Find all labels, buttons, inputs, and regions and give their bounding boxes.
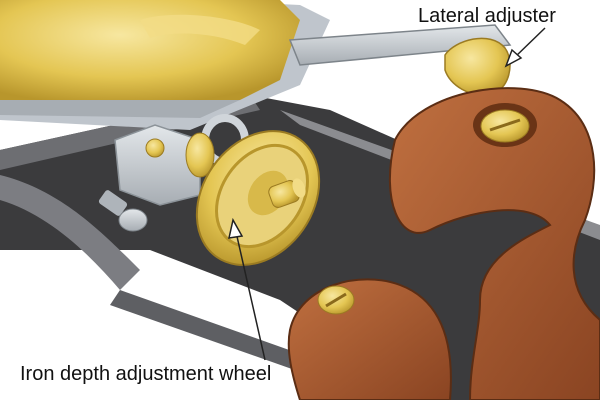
iron-cap-assembly — [0, 0, 330, 130]
lateral-adjuster-knob — [444, 37, 511, 97]
front-knob-wood — [287, 278, 452, 400]
rear-tote-handle — [388, 87, 600, 400]
lateral-adjuster-leader — [504, 27, 546, 68]
plane-cheek — [0, 175, 140, 290]
lateral-adjuster-label: Lateral adjuster — [418, 5, 556, 27]
lateral-adjuster-lever — [288, 24, 512, 97]
loose-screw — [98, 190, 148, 232]
iron-depth-adjustment-wheel — [195, 130, 321, 266]
iron-depth-wheel-label: Iron depth adjustment wheel — [20, 363, 272, 385]
depth-wheel-leader — [228, 217, 266, 361]
